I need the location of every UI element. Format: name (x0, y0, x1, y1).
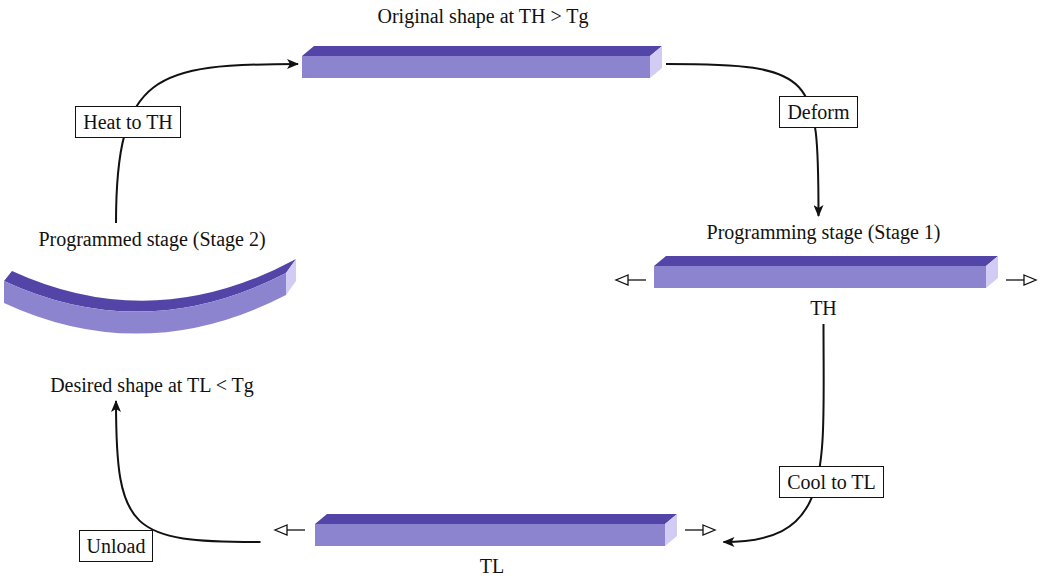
step-label: Cool to TL (779, 466, 884, 498)
polymer-strip (302, 44, 664, 80)
step-label: Heat to TH (75, 106, 181, 138)
temperature-label: Desired shape at TL < Tg (50, 373, 254, 397)
stage-node: TL (265, 512, 720, 578)
stage-heading: Programming stage (Stage 1) (707, 220, 941, 244)
process-arrow (724, 324, 824, 542)
stage-node: Programming stage (Stage 1) TH (608, 220, 1039, 320)
process-arrow (666, 64, 819, 216)
step-label: Unload (79, 530, 154, 562)
stage-node: Programmed stage (Stage 2) Desired shape … (4, 227, 300, 397)
step-label: Deform (779, 96, 857, 128)
process-arrow (116, 64, 298, 223)
process-arrow (116, 401, 261, 542)
polymer-strip (265, 512, 720, 550)
stage-heading: Programmed stage (Stage 2) (38, 227, 265, 251)
polymer-strip (4, 257, 300, 369)
temperature-label: TL (480, 554, 504, 578)
temperature-label: TH (810, 296, 837, 320)
stage-node: Original shape at TH > Tg (302, 4, 664, 84)
polymer-strip (608, 254, 1039, 292)
temperature-label: Original shape at TH > Tg (377, 4, 588, 28)
